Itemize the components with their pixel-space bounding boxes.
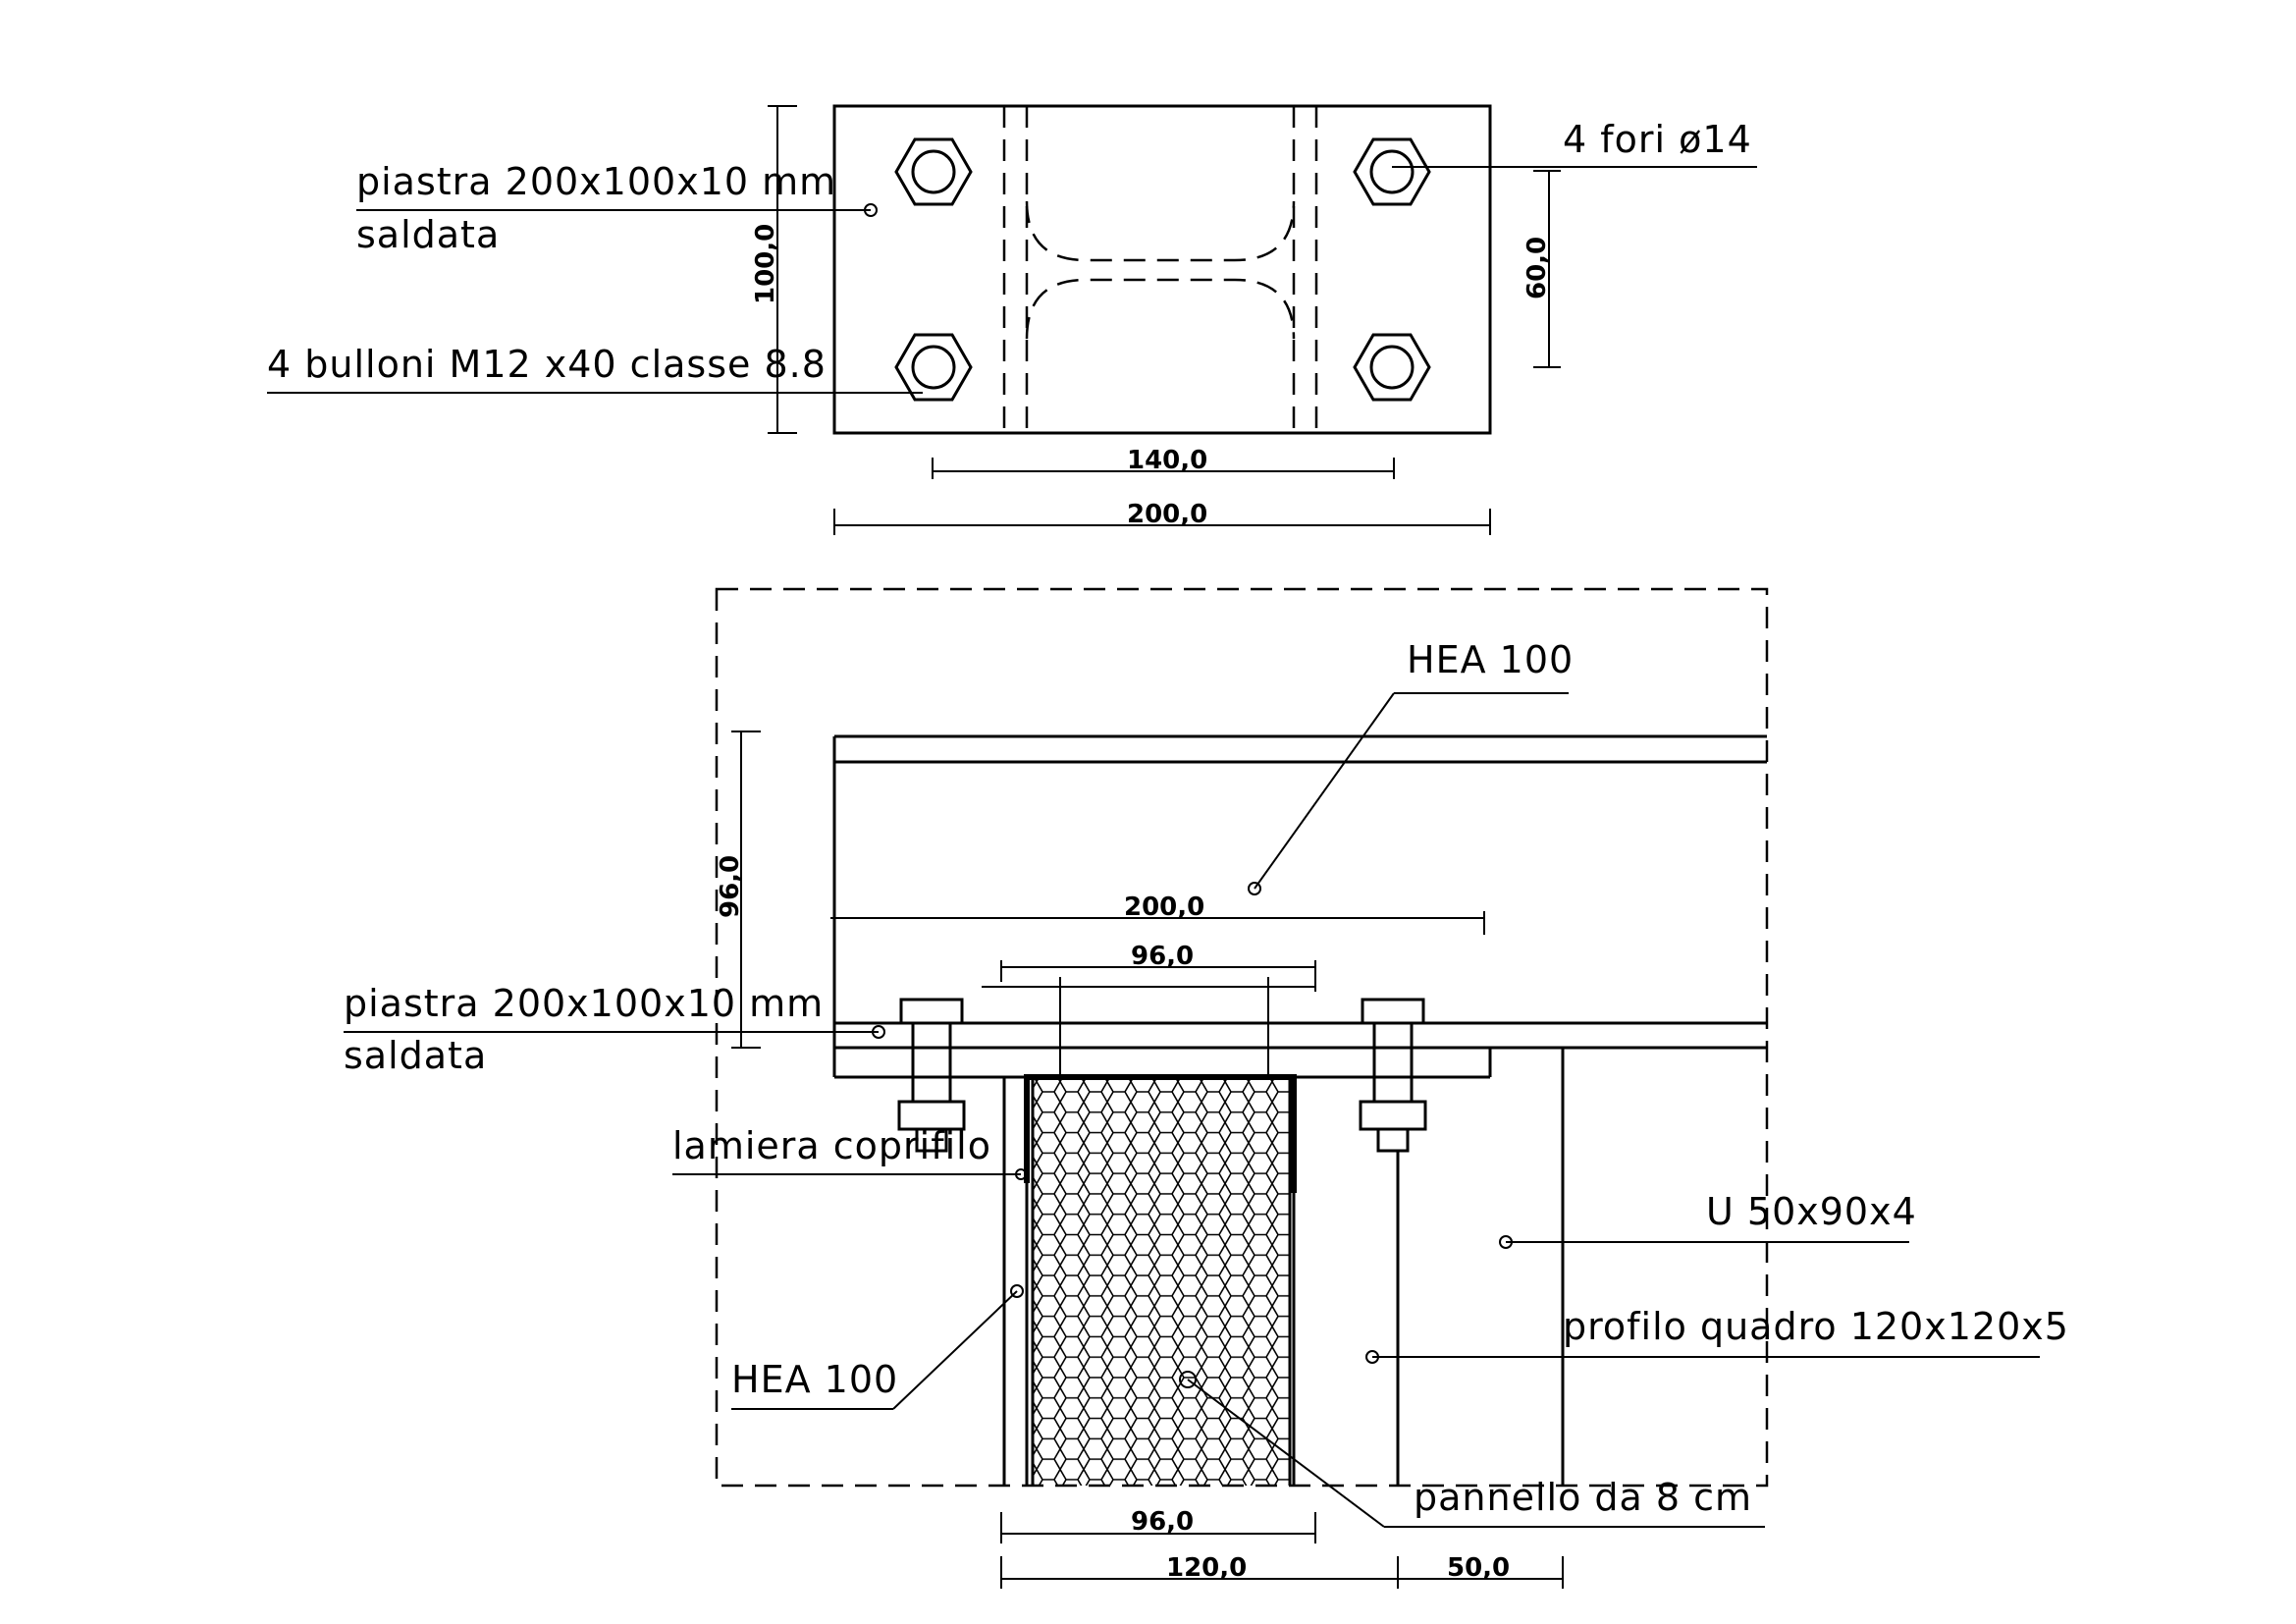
dim-tube-width: 120,0 50,0 [1000, 1553, 1564, 1589]
base-plate-outline [832, 104, 1492, 435]
dim-text: 200,0 [1127, 500, 1207, 529]
section-beam-bottom-label: HEA 100 [731, 1358, 898, 1401]
dim-text: 60,0 [1522, 237, 1552, 299]
square-tube-label: profilo quadro 120x120x5 [1563, 1305, 2069, 1348]
dim-text: 96,0 [1131, 1507, 1194, 1537]
dim-hole-spacing-h: 140,0 [932, 446, 1395, 479]
hex-nut-icon [894, 137, 973, 206]
section-view: HEA 100 piastra 200x100x10 mm saldata la… [344, 587, 2069, 1589]
plan-view: piastra 200x100x10 mm saldata 4 bulloni … [267, 104, 1757, 535]
plan-plate-label-2: saldata [356, 213, 500, 256]
bolt-left [893, 998, 972, 1153]
dim-text: 96,0 [716, 855, 745, 918]
panel-label: pannello da 8 cm [1414, 1476, 1752, 1519]
cover-sheet-label: lamiera coprifilo [672, 1124, 991, 1167]
dim-plate-height: 100,0 [751, 105, 797, 434]
panel-honeycomb-fill [1033, 1080, 1290, 1486]
hex-nut-icon [1353, 333, 1431, 402]
plan-holes-label: 4 fori ø14 [1563, 118, 1752, 161]
dim-flange-width: 96,0 [1000, 942, 1316, 982]
dim-plate-width: 200,0 [833, 500, 1491, 535]
u-profile-label: U 50x90x4 [1706, 1190, 1917, 1233]
dim-section-plate-width: 200,0 [830, 893, 1485, 935]
hex-nut-icon [1353, 137, 1431, 206]
section-beam-top-label: HEA 100 [1407, 638, 1574, 681]
dim-hole-spacing-v: 60,0 [1522, 170, 1561, 368]
dim-text: 100,0 [751, 224, 780, 304]
dim-text: 200,0 [1124, 893, 1204, 922]
bolt-right [1355, 998, 1433, 1153]
dim-text: 96,0 [1131, 942, 1194, 971]
cover-sheet [1024, 1074, 1297, 1193]
plan-bolts-label: 4 bulloni M12 x40 classe 8.8 [267, 343, 827, 386]
plan-plate-label: piastra 200x100x10 mm [356, 160, 836, 203]
section-plate-label-2: saldata [344, 1034, 487, 1077]
dim-text: 120,0 [1166, 1553, 1247, 1583]
dim-text: 140,0 [1127, 446, 1207, 475]
section-plate-label: piastra 200x100x10 mm [344, 982, 824, 1025]
hex-nut-icon [894, 333, 973, 402]
dim-text-2: 50,0 [1447, 1553, 1510, 1583]
dim-panel-width: 96,0 [1000, 1507, 1316, 1543]
hidden-beam-profile [1002, 106, 1318, 433]
dim-section-height: 96,0 [716, 731, 761, 1049]
